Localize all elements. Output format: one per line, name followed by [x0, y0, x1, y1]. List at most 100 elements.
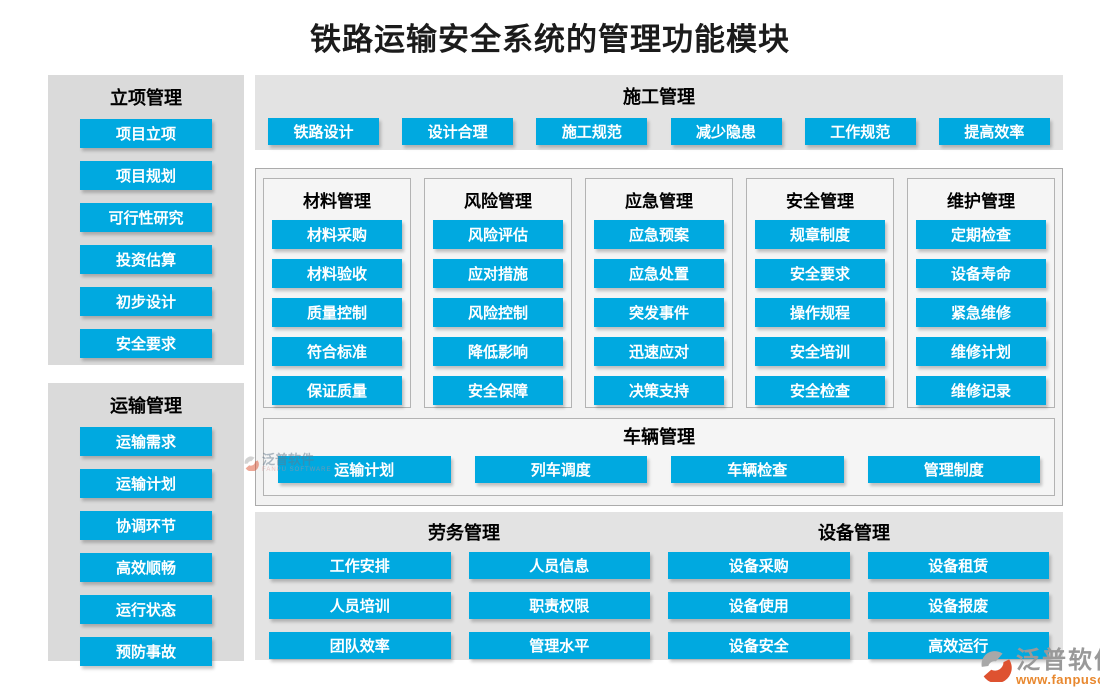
module-button[interactable]: 安全检查: [755, 376, 885, 405]
module-button[interactable]: 可行性研究: [80, 203, 212, 232]
button-row: 人员培训 职责权限 设备使用 设备报废: [269, 592, 1049, 619]
module-button[interactable]: 规章制度: [755, 220, 885, 249]
panel-header-equipment: 设备管理: [818, 523, 890, 543]
module-button[interactable]: 设备采购: [668, 552, 850, 579]
module-button[interactable]: 运输计划: [278, 456, 451, 483]
panel-transport-management: 运输管理 运输需求 运输计划 协调环节 高效顺畅 运行状态 预防事故: [48, 383, 244, 666]
column-risk-management: 风险管理 风险评估 应对措施 风险控制 降低影响 安全保障: [424, 178, 572, 408]
panel-header: 安全管理: [786, 192, 854, 211]
module-button[interactable]: 风险控制: [433, 298, 563, 327]
module-button[interactable]: 减少隐患: [670, 118, 782, 145]
button-stack: 应急预案 应急处置 突发事件 迅速应对 决策支持: [594, 220, 724, 405]
module-button[interactable]: 职责权限: [468, 592, 650, 619]
module-button[interactable]: 材料采购: [272, 220, 402, 249]
module-button[interactable]: 高效顺畅: [80, 553, 212, 582]
panel-header-labor: 劳务管理: [428, 523, 500, 543]
module-button[interactable]: 铁路设计: [268, 118, 379, 145]
button-stack: 项目立项 项目规划 可行性研究 投资估算 初步设计 安全要求: [80, 119, 212, 358]
module-button[interactable]: 迅速应对: [594, 337, 724, 366]
module-columns: 材料管理 材料采购 材料验收 质量控制 符合标准 保证质量 风险管理 风险评估 …: [263, 178, 1055, 408]
module-button[interactable]: 风险评估: [433, 220, 563, 249]
middle-modules-container: 材料管理 材料采购 材料验收 质量控制 符合标准 保证质量 风险管理 风险评估 …: [255, 168, 1063, 506]
module-button[interactable]: 施工规范: [536, 118, 648, 145]
module-button[interactable]: 紧急维修: [916, 298, 1046, 327]
module-button[interactable]: 应急预案: [594, 220, 724, 249]
module-button[interactable]: 工作规范: [804, 118, 916, 145]
module-button[interactable]: 车辆检查: [671, 456, 844, 483]
module-button[interactable]: 管理水平: [468, 632, 650, 659]
watermark-name: 泛普软件: [1016, 647, 1100, 674]
column-safety-management: 安全管理 规章制度 安全要求 操作规程 安全培训 安全检查: [746, 178, 894, 408]
module-button[interactable]: 设计合理: [402, 118, 514, 145]
module-button[interactable]: 安全要求: [755, 259, 885, 288]
module-button[interactable]: 设备使用: [668, 592, 850, 619]
module-button[interactable]: 高效运行: [867, 632, 1049, 659]
button-row: 团队效率 管理水平 设备安全 高效运行: [269, 632, 1049, 659]
module-button[interactable]: 初步设计: [80, 287, 212, 316]
module-button[interactable]: 应对措施: [433, 259, 563, 288]
panel-header: 风险管理: [464, 192, 532, 211]
module-button[interactable]: 运输需求: [80, 427, 212, 456]
module-button[interactable]: 定期检查: [916, 220, 1046, 249]
module-button[interactable]: 质量控制: [272, 298, 402, 327]
module-button[interactable]: 决策支持: [594, 376, 724, 405]
module-button[interactable]: 人员信息: [468, 552, 650, 579]
column-emergency-management: 应急管理 应急预案 应急处置 突发事件 迅速应对 决策支持: [585, 178, 733, 408]
panel-project-initiation: 立项管理 项目立项 项目规划 可行性研究 投资估算 初步设计 安全要求: [48, 75, 244, 365]
module-button[interactable]: 维修记录: [916, 376, 1046, 405]
panel-header: 应急管理: [625, 192, 693, 211]
module-button[interactable]: 预防事故: [80, 637, 212, 666]
module-button[interactable]: 设备报废: [867, 592, 1049, 619]
module-button[interactable]: 提高效率: [938, 118, 1050, 145]
panel-construction-management: 施工管理 铁路设计 设计合理 施工规范 减少隐患 工作规范 提高效率: [255, 75, 1063, 150]
panel-header: 立项管理: [110, 88, 182, 108]
module-button[interactable]: 列车调度: [474, 456, 647, 483]
button-grid: 工作安排 人员信息 设备采购 设备租赁 人员培训 职责权限 设备使用 设备报废 …: [269, 552, 1049, 659]
module-button[interactable]: 操作规程: [755, 298, 885, 327]
module-button[interactable]: 符合标准: [272, 337, 402, 366]
module-button[interactable]: 设备安全: [668, 632, 850, 659]
button-row: 工作安排 人员信息 设备采购 设备租赁: [269, 552, 1049, 579]
module-button[interactable]: 协调环节: [80, 511, 212, 540]
column-material-management: 材料管理 材料采购 材料验收 质量控制 符合标准 保证质量: [263, 178, 411, 408]
module-button[interactable]: 突发事件: [594, 298, 724, 327]
panel-header: 维护管理: [947, 192, 1015, 211]
page-title: 铁路运输安全系统的管理功能模块: [310, 22, 790, 57]
module-button[interactable]: 设备租赁: [867, 552, 1049, 579]
module-button[interactable]: 材料验收: [272, 259, 402, 288]
module-button[interactable]: 设备寿命: [916, 259, 1046, 288]
panel-header: 材料管理: [303, 192, 371, 211]
module-button[interactable]: 安全培训: [755, 337, 885, 366]
fanpu-logo-icon: [981, 651, 1012, 682]
button-row: 铁路设计 设计合理 施工规范 减少隐患 工作规范 提高效率: [255, 118, 1063, 145]
panel-vehicle-management: 车辆管理 运输计划 列车调度 车辆检查 管理制度: [263, 418, 1055, 496]
button-stack: 风险评估 应对措施 风险控制 降低影响 安全保障: [433, 220, 563, 405]
button-stack: 规章制度 安全要求 操作规程 安全培训 安全检查: [755, 220, 885, 405]
module-button[interactable]: 项目规划: [80, 161, 212, 190]
module-button[interactable]: 投资估算: [80, 245, 212, 274]
module-button[interactable]: 工作安排: [269, 552, 451, 579]
module-button[interactable]: 人员培训: [269, 592, 451, 619]
bottom-headers: 劳务管理 设备管理: [269, 519, 1049, 545]
module-button[interactable]: 安全要求: [80, 329, 212, 358]
module-button[interactable]: 团队效率: [269, 632, 451, 659]
module-button[interactable]: 管理制度: [867, 456, 1040, 483]
panel-header: 施工管理: [623, 87, 695, 107]
module-button[interactable]: 安全保障: [433, 376, 563, 405]
button-stack: 运输需求 运输计划 协调环节 高效顺畅 运行状态 预防事故: [80, 427, 212, 666]
module-button[interactable]: 保证质量: [272, 376, 402, 405]
module-button[interactable]: 运行状态: [80, 595, 212, 624]
panel-header: 车辆管理: [623, 427, 695, 447]
button-stack: 定期检查 设备寿命 紧急维修 维修计划 维修记录: [916, 220, 1046, 405]
button-stack: 材料采购 材料验收 质量控制 符合标准 保证质量: [272, 220, 402, 405]
module-button[interactable]: 应急处置: [594, 259, 724, 288]
column-maintenance-management: 维护管理 定期检查 设备寿命 紧急维修 维修计划 维修记录: [907, 178, 1055, 408]
module-button[interactable]: 降低影响: [433, 337, 563, 366]
panel-labor-equipment: 劳务管理 设备管理 工作安排 人员信息 设备采购 设备租赁 人员培训 职责权限 …: [255, 512, 1063, 660]
module-button[interactable]: 维修计划: [916, 337, 1046, 366]
panel-header: 运输管理: [110, 396, 182, 416]
button-row: 运输计划 列车调度 车辆检查 管理制度: [278, 456, 1040, 483]
watermark-url: www.fanpusoft.com: [1016, 672, 1100, 688]
module-button[interactable]: 项目立项: [80, 119, 212, 148]
module-button[interactable]: 运输计划: [80, 469, 212, 498]
